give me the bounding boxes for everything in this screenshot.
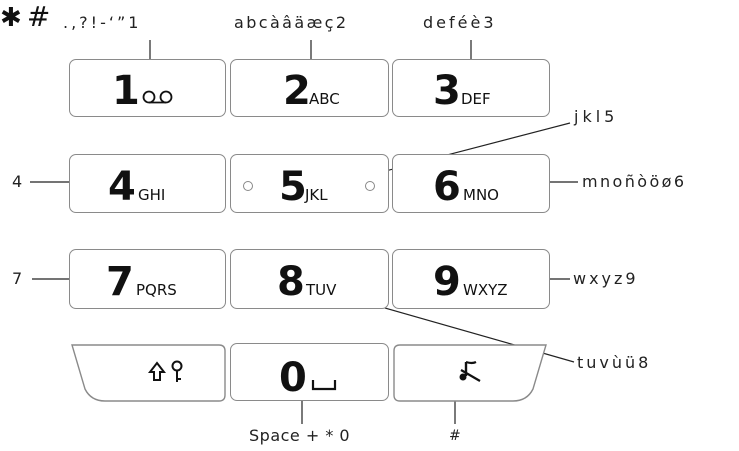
key-3[interactable]: 3 DEF: [392, 59, 550, 117]
key-7-letters: PQRS: [136, 281, 177, 299]
callout-key-2: abcàâäæç2: [234, 13, 349, 32]
silent-icon: [459, 360, 481, 382]
callout-key-4: 4: [12, 172, 25, 191]
voicemail-icon: [142, 90, 173, 104]
key-5-digit: 5: [279, 164, 307, 210]
key-5[interactable]: 5 JKL: [230, 154, 389, 213]
key-6[interactable]: 6 MNO: [392, 154, 550, 213]
key-8-digit: 8: [277, 259, 305, 305]
callout-key-9: wxyz9: [573, 269, 639, 288]
key-0-digit: 0: [279, 355, 307, 401]
key-3-letters: DEF: [461, 90, 491, 108]
key-hash[interactable]: [392, 343, 550, 403]
key-5-letters: JKL: [305, 186, 328, 204]
space-icon: [311, 380, 337, 391]
key-9[interactable]: 9 WXYZ: [392, 249, 550, 309]
key-4-letters: GHI: [138, 186, 166, 204]
callout-key-1: .,?!-‘”1: [63, 13, 142, 32]
key-5-right-dot-icon: [365, 181, 375, 191]
key-0[interactable]: 0: [230, 343, 389, 401]
key-7[interactable]: 7 PQRS: [69, 249, 226, 309]
key-3-digit: 3: [433, 68, 461, 114]
key-4[interactable]: 4 GHI: [69, 154, 226, 213]
shift-icon: [148, 361, 166, 381]
key-6-letters: MNO: [463, 186, 499, 204]
key-8[interactable]: 8 TUV: [230, 249, 389, 309]
key-1[interactable]: 1: [69, 59, 226, 117]
key-6-digit: 6: [433, 164, 461, 210]
callout-key-6: mnoñòöø6: [582, 172, 687, 191]
callout-key-8: tuvùü8: [577, 353, 652, 372]
callout-key-5: jkl5: [574, 107, 619, 126]
key-2-digit: 2: [283, 68, 311, 114]
star-symbol: ✱: [0, 3, 22, 33]
callout-key-7: 7: [12, 269, 25, 288]
key-icon: [171, 360, 183, 382]
key-5-left-dot-icon: [243, 181, 253, 191]
hash-symbol: #: [26, 0, 51, 33]
key-9-letters: WXYZ: [463, 281, 508, 299]
key-2-letters: ABC: [309, 90, 340, 108]
key-1-digit: 1: [112, 68, 140, 114]
key-2[interactable]: 2 ABC: [230, 59, 389, 117]
key-7-digit: 7: [106, 259, 134, 305]
key-9-digit: 9: [433, 259, 461, 305]
key-8-letters: TUV: [306, 281, 337, 299]
callout-key-3: deféè3: [423, 13, 497, 32]
callout-key-0: Space + * 0: [249, 426, 351, 445]
callout-hash: #: [449, 428, 464, 444]
key-4-digit: 4: [108, 164, 136, 210]
